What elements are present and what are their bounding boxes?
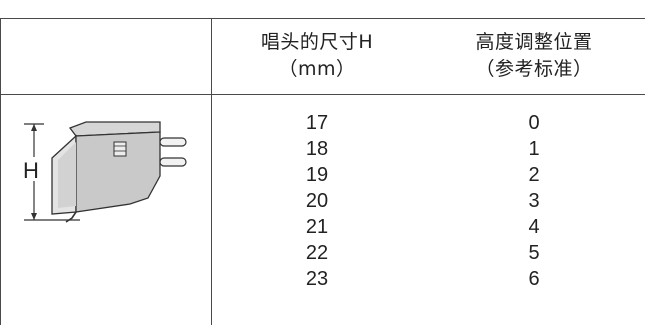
cartridge-pin-top bbox=[159, 137, 187, 147]
table-left-border bbox=[0, 18, 1, 325]
cartridge-icon: H bbox=[23, 121, 187, 223]
table-top-rule bbox=[0, 18, 645, 19]
dimension-arrow-bottom bbox=[31, 213, 37, 220]
dimension-label: H bbox=[23, 158, 39, 183]
table-cell-position: 6 bbox=[528, 268, 540, 290]
table-cell-position: 3 bbox=[528, 190, 540, 212]
table-cell-position: 5 bbox=[528, 242, 540, 264]
header-cartridge-height: 唱头的尺寸H （mm） bbox=[211, 18, 423, 94]
header-adjust-position-line1: 高度调整位置 bbox=[475, 31, 593, 53]
table-cell-height: 20 bbox=[305, 190, 329, 212]
dimension-arrow-top bbox=[31, 124, 37, 131]
cartridge-stylus bbox=[65, 211, 77, 223]
table-cell-height: 17 bbox=[305, 112, 329, 134]
header-adjust-position-line2: （参考标准） bbox=[475, 58, 593, 80]
table-cell-position: 4 bbox=[528, 216, 540, 238]
table-cell-height: 19 bbox=[305, 164, 329, 186]
table-cell-position: 1 bbox=[528, 138, 540, 160]
table-header-rule bbox=[0, 94, 645, 95]
cartridge-pin-bottom bbox=[159, 157, 187, 167]
cartridge-front-shade bbox=[58, 142, 76, 208]
table-cell-position: 2 bbox=[528, 164, 540, 186]
table-cell-position: 0 bbox=[528, 112, 540, 134]
cartridge-height-column: 17 18 19 20 21 22 23 bbox=[211, 110, 423, 292]
table-cell-height: 23 bbox=[305, 268, 329, 290]
header-cartridge-height-line1: 唱头的尺寸H bbox=[260, 31, 374, 53]
table-cell-height: 18 bbox=[305, 138, 329, 160]
header-adjust-position: 高度调整位置 （参考标准） bbox=[423, 18, 645, 94]
table-cell-height: 22 bbox=[305, 242, 329, 264]
table-cell-height: 21 bbox=[305, 216, 329, 238]
header-cartridge-height-line2: （mm） bbox=[278, 58, 356, 80]
adjust-position-column: 0 1 2 3 4 5 6 bbox=[423, 110, 645, 292]
cartridge-window bbox=[113, 141, 127, 157]
table-column-divider bbox=[211, 18, 212, 325]
